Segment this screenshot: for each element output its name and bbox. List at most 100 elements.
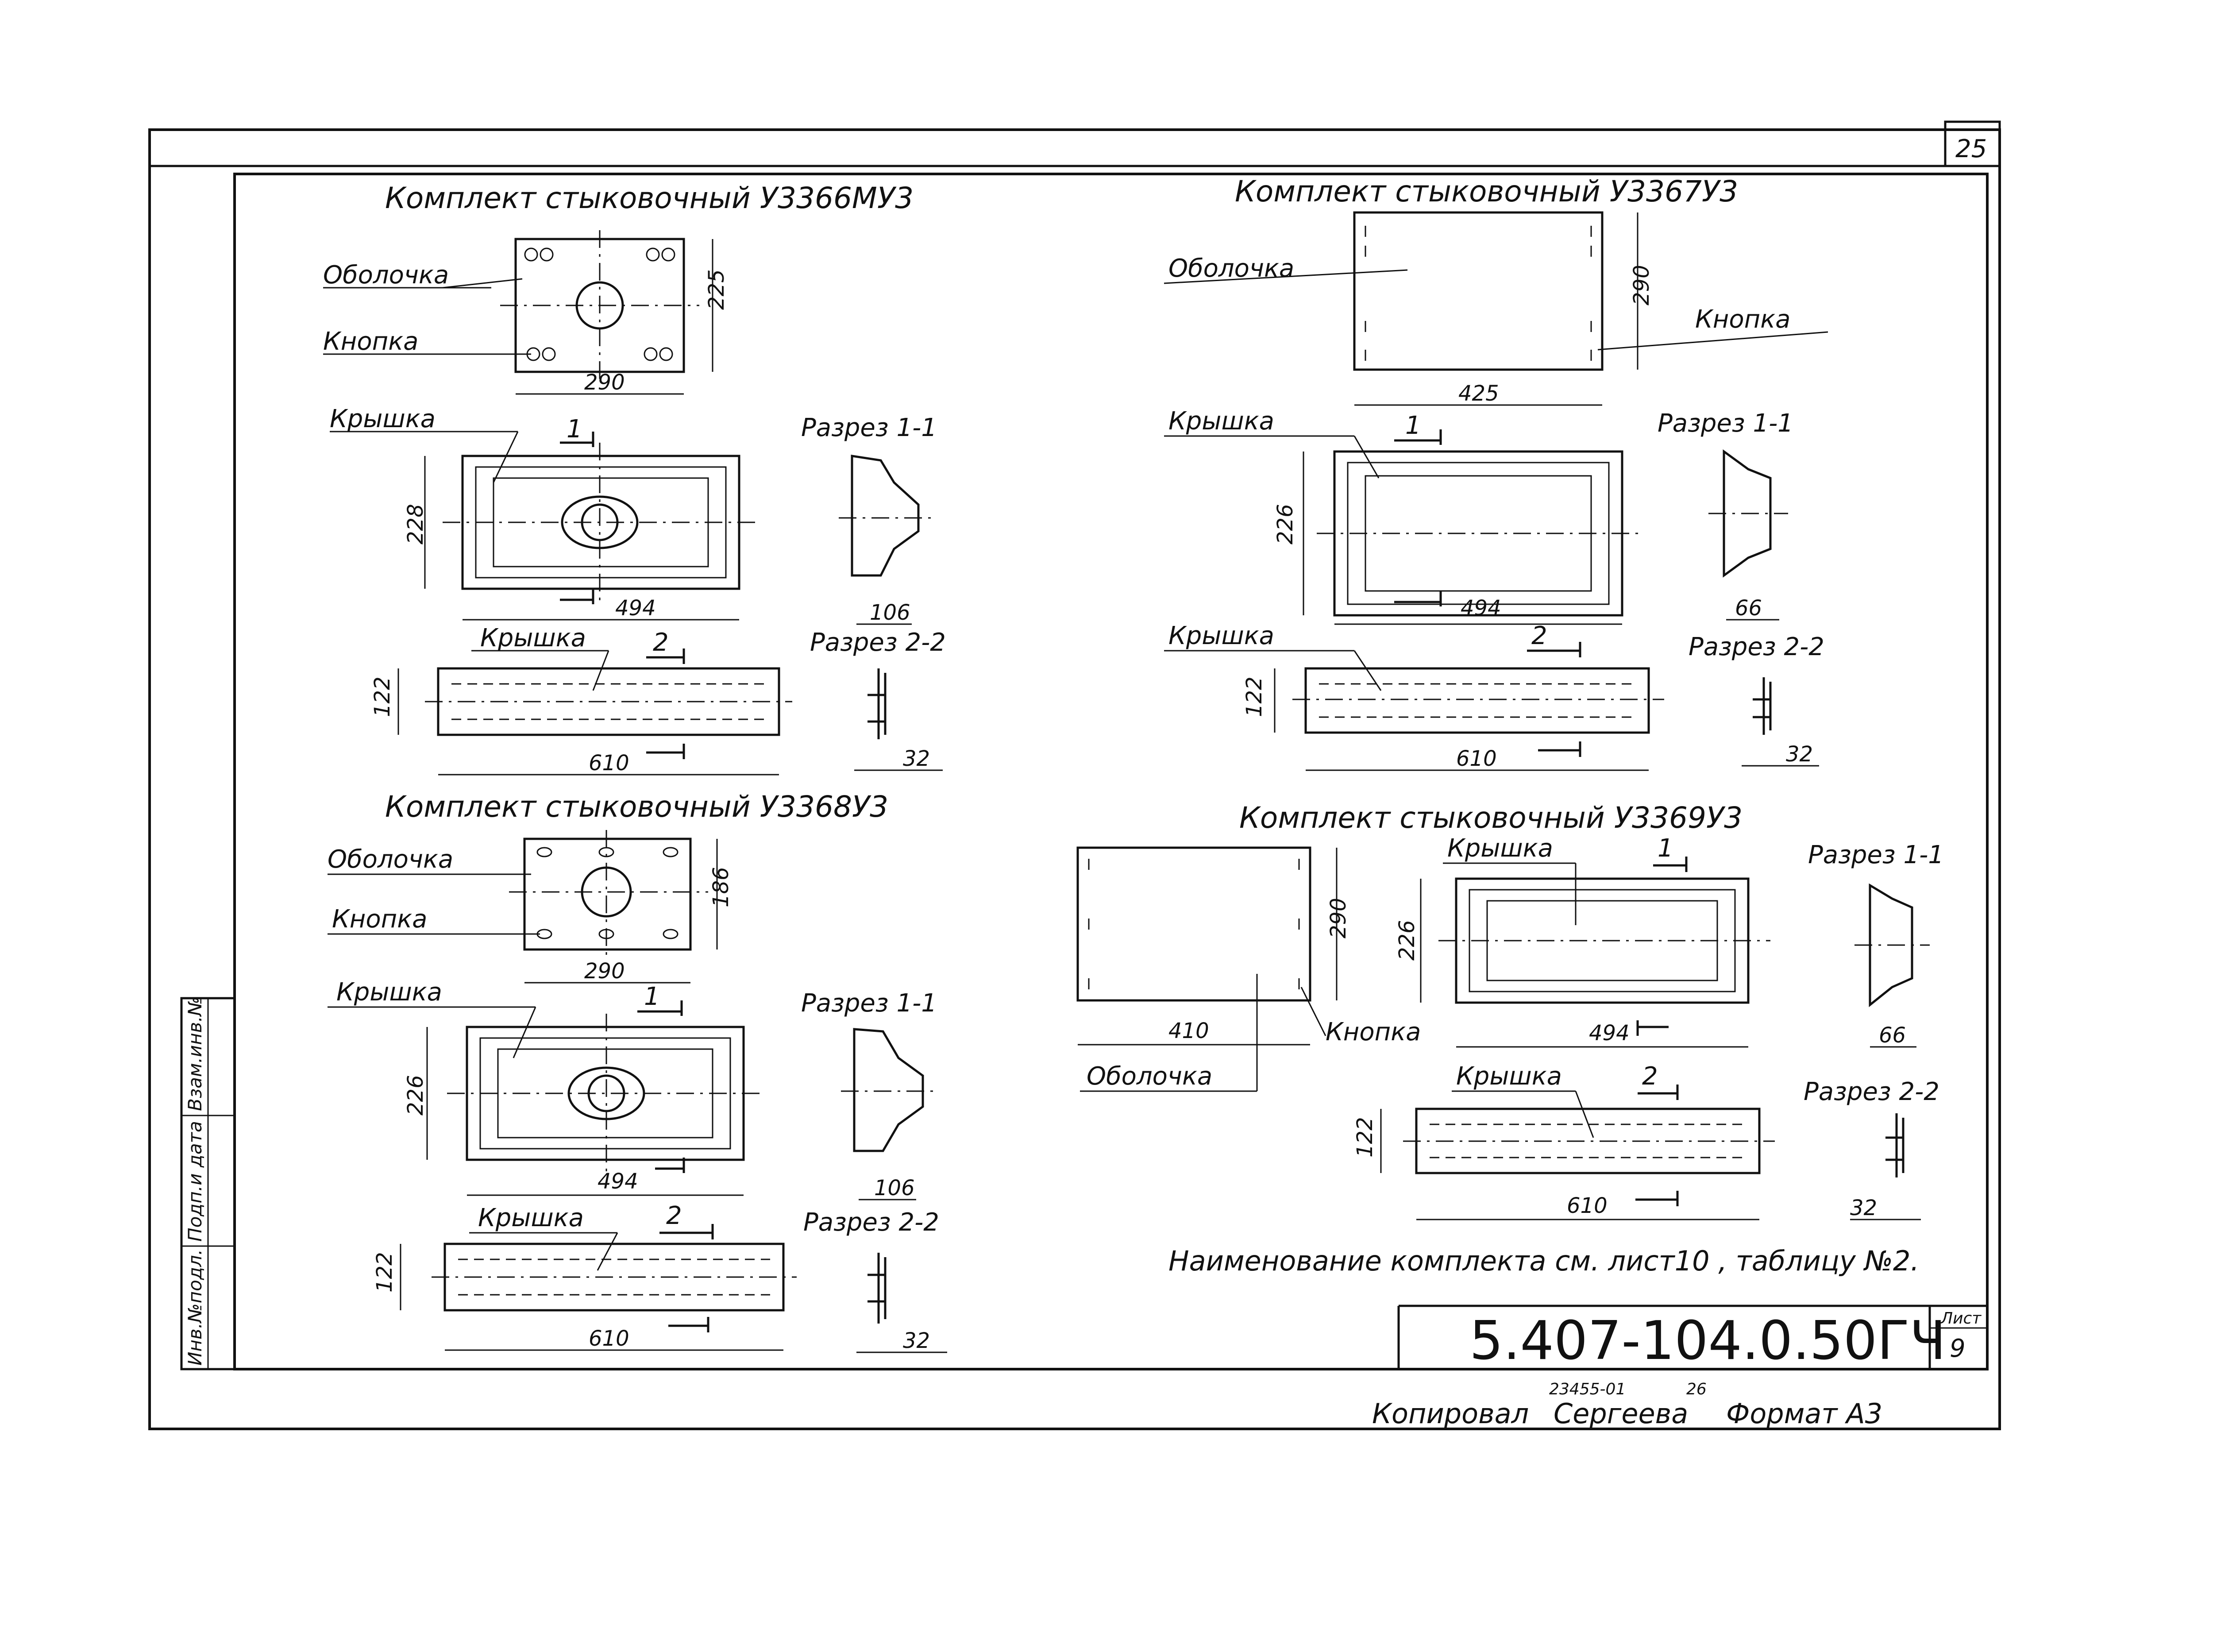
- cover-label: Крышка: [330, 405, 436, 433]
- sheet-label: Лист: [1940, 1309, 1982, 1328]
- sheet-number: 25: [1955, 135, 1987, 163]
- cover-label: Крышка: [1447, 834, 1553, 863]
- section-11-profile: [1869, 883, 1913, 1007]
- cover-strip: [1304, 667, 1650, 734]
- shell-label: Оболочка: [1087, 1062, 1212, 1091]
- cover2-label: Крышка: [1168, 621, 1274, 650]
- section-22-profile: [867, 668, 887, 739]
- section-22-profile: [1885, 1113, 1905, 1177]
- section-22-label: Разрез 2-2: [1689, 633, 1824, 661]
- footer-page: 26: [1686, 1380, 1707, 1398]
- footer-inv: 23455-01: [1549, 1380, 1626, 1398]
- section-22-dim: 32: [903, 1328, 930, 1353]
- footer-copied-by: Копировал: [1372, 1397, 1529, 1430]
- section-11-label: Разрез 1-1: [801, 989, 937, 1018]
- cover2-label: Крышка: [1456, 1062, 1562, 1091]
- cover-width: 494: [615, 596, 656, 621]
- strip-width: 610: [589, 1326, 629, 1351]
- section-22-dim: 32: [903, 746, 930, 771]
- outer-frame: [148, 128, 2001, 1430]
- cover2-label: Крышка: [480, 624, 586, 652]
- section-11-profile: [1723, 449, 1772, 578]
- cover-height: 226: [1395, 920, 1419, 961]
- section-11-dim: 106: [870, 600, 910, 625]
- set-u3368: Комплект стыковочный У3368У3 Оболочка Кн…: [328, 790, 947, 1353]
- section-22-dim: 32: [1786, 742, 1813, 767]
- plan-width: 425: [1458, 381, 1499, 406]
- cover-width: 494: [1461, 596, 1501, 621]
- section-mark-2-top: 2: [1642, 1062, 1658, 1091]
- set-title: Комплект стыковочный У3366МУ3: [385, 181, 914, 215]
- section-mark-1-top: 1: [1405, 411, 1421, 440]
- section-mark-2-top: 2: [666, 1201, 682, 1230]
- section-11-dim: 66: [1735, 596, 1762, 621]
- sheet-number-box: [1944, 120, 2001, 167]
- section-22-label: Разрез 2-2: [810, 628, 946, 657]
- shell-opening: [581, 866, 632, 918]
- shell-plan: [1076, 846, 1311, 1002]
- strip-width: 610: [1567, 1193, 1608, 1218]
- set-title: Комплект стыковочный У3367У3: [1235, 174, 1738, 208]
- side-stamp-replace: Взам.инв.№: [184, 997, 206, 1111]
- button-label: Кнопка: [332, 905, 427, 934]
- document-code: 5.407-104.0.50ГЧ: [1469, 1310, 1946, 1372]
- plan-width: 290: [584, 370, 625, 395]
- section-11-profile: [853, 1028, 924, 1152]
- section-mark-2-top: 2: [653, 628, 669, 657]
- cover-label: Крышка: [336, 978, 442, 1007]
- section-mark-1-top: 1: [567, 415, 582, 444]
- strip-height: 122: [370, 676, 395, 717]
- plan-height: 186: [709, 867, 733, 907]
- section-11-dim: 66: [1879, 1023, 1906, 1048]
- cover-height: 226: [403, 1075, 428, 1115]
- cover-height: 226: [1273, 504, 1298, 544]
- strip-height: 122: [372, 1252, 397, 1293]
- button-label: Кнопка: [1695, 305, 1790, 334]
- set-u3367: Комплект стыковочный У3367У3 Оболочка Кн…: [1164, 174, 1828, 771]
- section-mark-2-top: 2: [1531, 621, 1547, 650]
- section-22-dim: 32: [1850, 1196, 1877, 1220]
- strip-width: 610: [1456, 746, 1497, 771]
- strip-width: 610: [589, 751, 629, 776]
- set-u3369: Комплект стыковочный У3369У3 410 290 Обо…: [1076, 801, 1944, 1220]
- set-u3366: Комплект стыковочный У3366МУ3 Оболочка К…: [323, 181, 946, 776]
- shell-label: Оболочка: [1168, 254, 1294, 283]
- section-mark-1-top: 1: [644, 982, 660, 1011]
- cover-label: Крышка: [1168, 407, 1274, 436]
- section-11-label: Разрез 1-1: [801, 413, 937, 442]
- shell-plan: [523, 838, 692, 951]
- strip-height: 122: [1242, 676, 1267, 717]
- section-11-label: Разрез 1-1: [1808, 841, 1944, 869]
- cover-width: 494: [598, 1169, 638, 1194]
- plan-width: 410: [1168, 1019, 1209, 1043]
- button-label: Кнопка: [323, 327, 418, 356]
- plan-height: 290: [1629, 265, 1654, 305]
- button-label: Кнопка: [1326, 1018, 1421, 1046]
- section-22-label: Разрез 2-2: [803, 1208, 939, 1237]
- section-22-label: Разрез 2-2: [1804, 1077, 1939, 1106]
- section-11-dim: 106: [874, 1176, 915, 1200]
- cover-width: 494: [1589, 1021, 1630, 1046]
- side-stamp-sign: Подп.и дата: [184, 1121, 206, 1242]
- title-stamp: 5.407-104.0.50ГЧ Лист 9: [1397, 1305, 1987, 1372]
- strip-height: 122: [1353, 1117, 1377, 1158]
- set-title: Комплект стыковочный У3369У3: [1239, 801, 1743, 835]
- shell-label: Оболочка: [328, 845, 453, 874]
- cover-height: 228: [403, 504, 428, 544]
- shell-label: Оболочка: [323, 261, 449, 289]
- section-22-profile: [1753, 677, 1772, 735]
- sheet-value: 9: [1950, 1334, 1966, 1363]
- side-stamp-inv: Инв.№подл.: [184, 1249, 206, 1366]
- cover2-label: Крышка: [478, 1204, 584, 1232]
- section-11-label: Разрез 1-1: [1658, 409, 1793, 438]
- inner-frame: [233, 173, 1989, 1370]
- footer-format: Формат А3: [1726, 1397, 1882, 1430]
- plan-height: 290: [1326, 898, 1351, 938]
- set-title: Комплект стыковочный У3368У3: [385, 790, 888, 824]
- section-22-profile: [867, 1253, 887, 1324]
- footer-name: Сергеева: [1554, 1397, 1688, 1430]
- shell-plan: [1353, 211, 1604, 371]
- shell-opening: [575, 281, 624, 330]
- plan-height: 225: [704, 269, 729, 310]
